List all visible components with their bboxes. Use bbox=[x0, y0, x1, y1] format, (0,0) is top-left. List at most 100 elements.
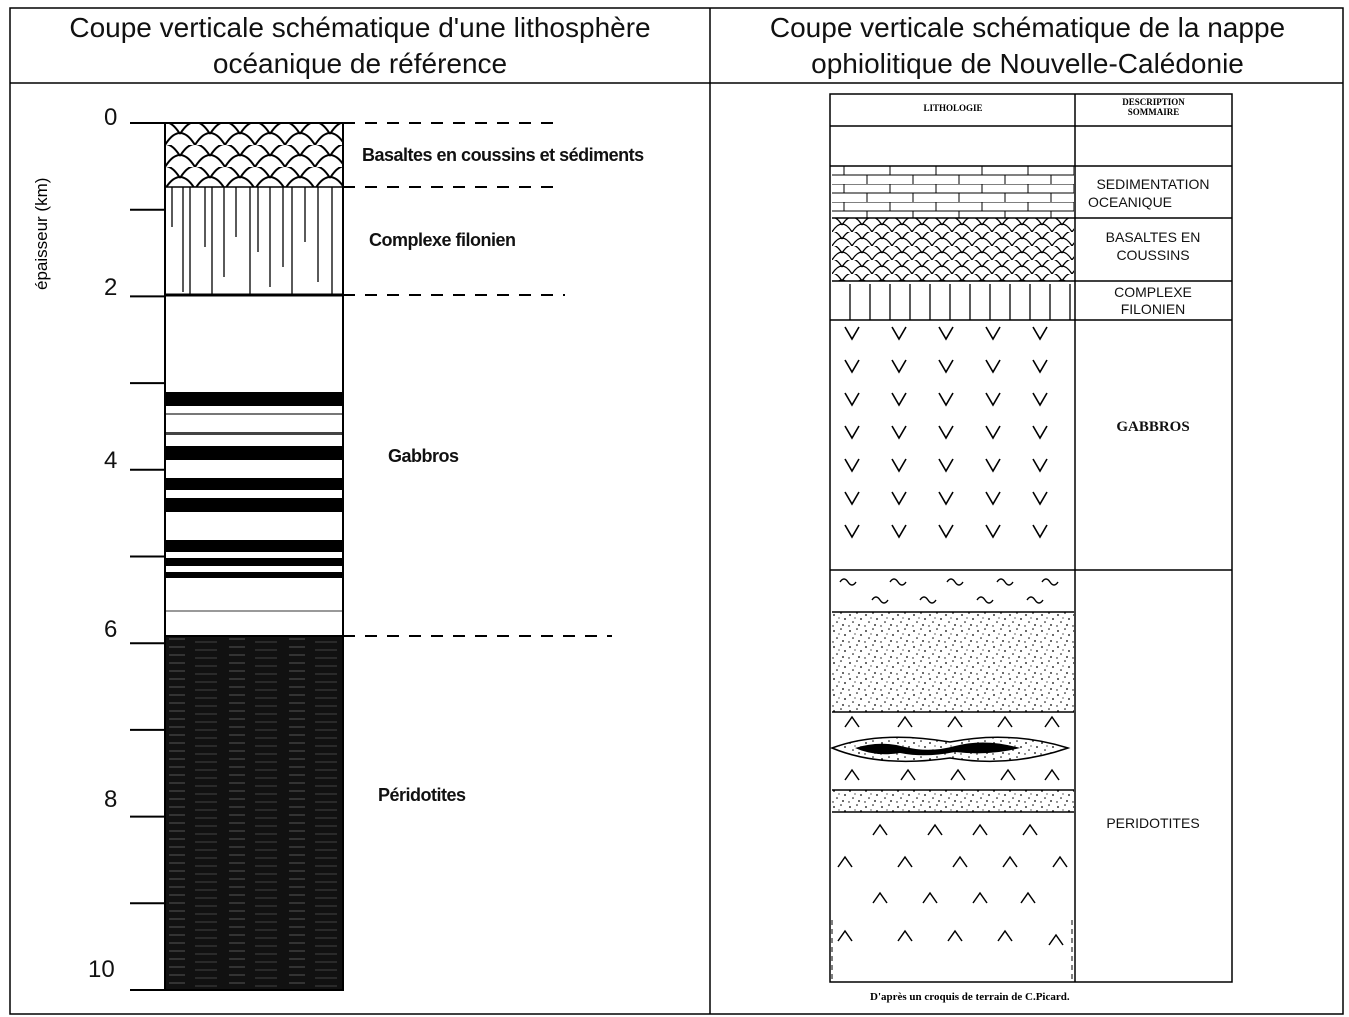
v-mark bbox=[1032, 425, 1048, 440]
v-mark bbox=[985, 392, 1001, 407]
tick-label: 6 bbox=[104, 616, 118, 643]
desc-basaltes-line2: COUSSINS bbox=[1116, 247, 1190, 263]
caret-mark bbox=[997, 929, 1013, 942]
tick-label: 2 bbox=[104, 274, 118, 301]
v-mark bbox=[844, 524, 860, 539]
caret-mark bbox=[950, 768, 966, 781]
v-mark bbox=[985, 359, 1001, 374]
v-mark bbox=[844, 392, 860, 407]
desc-basaltes-line1: BASALTES EN bbox=[1105, 229, 1201, 245]
caret-mark bbox=[1052, 855, 1068, 868]
caret-mark bbox=[972, 823, 988, 836]
caret-mark bbox=[1044, 768, 1060, 781]
v-mark bbox=[938, 491, 954, 506]
caret-mark bbox=[1002, 855, 1018, 868]
caret-mark bbox=[947, 715, 963, 728]
v-mark bbox=[891, 359, 907, 374]
desc-sedimentation: SEDIMENTATION OCEANIQUE bbox=[1078, 175, 1228, 211]
left-column bbox=[130, 122, 612, 991]
v-mark bbox=[938, 359, 954, 374]
v-mark bbox=[1032, 392, 1048, 407]
desc-basaltes: BASALTES EN COUSSINS bbox=[1078, 228, 1228, 264]
wave-mark bbox=[976, 596, 994, 604]
header-description-line2: SOMMAIRE bbox=[1127, 107, 1180, 117]
desc-complexe: COMPLEXE FILONIEN bbox=[1078, 284, 1228, 318]
v-mark bbox=[891, 392, 907, 407]
caret-mark bbox=[897, 855, 913, 868]
v-mark bbox=[938, 425, 954, 440]
left-title-line2: océanique de référence bbox=[212, 48, 508, 79]
v-mark bbox=[891, 326, 907, 341]
litho-sediments bbox=[832, 166, 1074, 218]
desc-gabbros: GABBROS bbox=[1116, 419, 1190, 435]
v-mark bbox=[844, 491, 860, 506]
v-mark bbox=[844, 425, 860, 440]
caret-mark bbox=[947, 929, 963, 942]
v-mark bbox=[891, 425, 907, 440]
wave-mark bbox=[1026, 596, 1044, 604]
caret-mark bbox=[1020, 891, 1036, 904]
frame-lines bbox=[9, 7, 1344, 1015]
litho-gabbros bbox=[844, 326, 1048, 539]
wave-mark bbox=[946, 578, 964, 586]
v-mark bbox=[938, 524, 954, 539]
wave-mark bbox=[996, 578, 1014, 586]
desc-complexe-line2: FILONIEN bbox=[1120, 301, 1186, 317]
v-mark bbox=[1032, 524, 1048, 539]
caret-mark bbox=[900, 768, 916, 781]
v-mark bbox=[891, 458, 907, 473]
wave-mark bbox=[839, 578, 857, 586]
v-mark bbox=[938, 458, 954, 473]
caret-mark bbox=[952, 855, 968, 868]
desc-complexe-line1: COMPLEXE bbox=[1114, 284, 1192, 300]
label-complexe: Complexe filonien bbox=[369, 230, 516, 250]
tick-label: 0 bbox=[104, 104, 118, 131]
desc-sedimentation-line1: SEDIMENTATION bbox=[1096, 176, 1210, 192]
left-title-line1: Coupe verticale schématique d'une lithos… bbox=[69, 12, 651, 43]
caret-mark bbox=[897, 929, 913, 942]
litho-peridotites bbox=[829, 578, 1074, 980]
caret-mark bbox=[844, 768, 860, 781]
right-title-line2: ophiolitique de Nouvelle-Calédonie bbox=[811, 48, 1244, 79]
caret-mark bbox=[897, 715, 913, 728]
caret-mark bbox=[1022, 823, 1038, 836]
header-description: DESCRIPTION SOMMAIRE bbox=[1076, 97, 1231, 117]
caret-mark bbox=[922, 891, 938, 904]
label-gabbros: Gabbros bbox=[388, 446, 459, 466]
v-mark bbox=[985, 458, 1001, 473]
v-mark bbox=[844, 458, 860, 473]
wave-mark bbox=[871, 596, 889, 604]
tick-label: 10 bbox=[88, 956, 115, 983]
wave-mark bbox=[1041, 578, 1059, 586]
caret-mark bbox=[1048, 933, 1064, 946]
v-mark bbox=[985, 524, 1001, 539]
v-mark bbox=[1032, 491, 1048, 506]
layer-gabbros bbox=[165, 295, 343, 636]
caret-mark bbox=[972, 891, 988, 904]
depth-axis bbox=[130, 122, 165, 991]
caret-mark bbox=[1000, 768, 1016, 781]
v-mark bbox=[938, 326, 954, 341]
v-mark bbox=[938, 392, 954, 407]
litho-complexe bbox=[849, 284, 1071, 320]
caret-mark bbox=[872, 823, 888, 836]
tick-label: 8 bbox=[104, 786, 118, 813]
wave-mark bbox=[889, 578, 907, 586]
v-mark bbox=[1032, 359, 1048, 374]
label-basaltes: Basaltes en coussins et sédiments bbox=[362, 145, 644, 165]
litho-basaltes bbox=[832, 218, 1074, 281]
v-mark bbox=[985, 425, 1001, 440]
desc-sedimentation-line2: OCEANIQUE bbox=[1088, 194, 1173, 210]
left-title: Coupe verticale schématique d'une lithos… bbox=[12, 10, 708, 82]
right-column bbox=[829, 93, 1233, 983]
dashed-boundaries bbox=[343, 122, 612, 637]
v-mark bbox=[1032, 326, 1048, 341]
v-mark bbox=[844, 326, 860, 341]
caret-mark bbox=[872, 891, 888, 904]
right-title: Coupe verticale schématique de la nappe … bbox=[712, 10, 1343, 82]
caret-mark bbox=[844, 715, 860, 728]
credit-note: D'après un croquis de terrain de C.Picar… bbox=[870, 991, 1070, 1003]
axis-title: épaisseur (km) bbox=[32, 177, 51, 290]
v-mark bbox=[985, 326, 1001, 341]
